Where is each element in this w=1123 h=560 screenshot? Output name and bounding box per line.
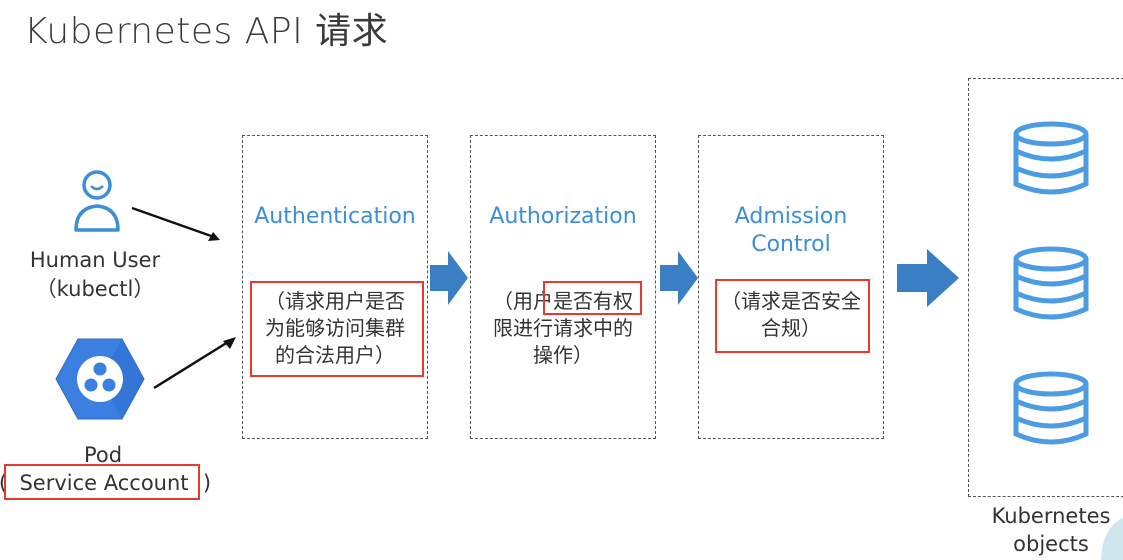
database-icon [1012,370,1090,448]
authorization-title: Authorization [489,204,637,229]
admission-control-title-line1: Admission [734,204,848,229]
authentication-desc-line3: 的合法用户） [275,343,395,367]
authorization-desc-line2: 限进行请求中的 [493,316,633,340]
page-title: Kubernetes API 请求 [24,11,389,52]
human-request-arrow [131,206,220,241]
pod-request-arrow [153,337,236,390]
flow-arrow-2 [660,251,698,305]
admission-control-desc-line1: （请求是否安全 [721,289,861,313]
authentication-stage: Authentication （请求用户是否 为能够访问集群 的合法用户） [242,135,428,439]
human-user-label: Human User [29,248,161,272]
kubernetes-objects-panel [968,78,1123,497]
service-account-open-paren: ( [0,469,8,497]
admission-control-desc-line2: 合规） [761,316,821,340]
pod-label: Pod [83,443,123,467]
admission-control-title-line2: Control [751,232,831,257]
database-icon [1012,120,1090,198]
authorization-desc-line3: 操作） [533,343,593,367]
authentication-desc-line1: （请求用户是否 [265,289,405,313]
kubectl-label: （kubectl） [35,277,155,301]
corner-decoration [1098,518,1123,560]
service-account-label: Service Account [19,471,189,495]
service-account-close-paren: ) [202,471,212,495]
authentication-title: Authentication [254,204,416,229]
user-icon [70,168,126,234]
pod-icon [54,336,146,422]
authentication-highlight [250,281,424,377]
kubernetes-objects-label-line2: objects [1013,532,1089,556]
authentication-desc-line2: 为能够访问集群 [265,316,405,340]
admission-control-stage: Admission Control （请求是否安全 合规） [698,135,884,439]
authorization-desc-line1: （用户是否有权 [493,289,633,313]
service-account-highlight [4,464,200,500]
authorization-stage: Authorization （用户是否有权 限进行请求中的 操作） [470,135,656,439]
flow-arrow-3 [897,249,959,307]
kubernetes-objects-label-line1: Kubernetes [991,504,1111,528]
flow-arrow-1 [430,251,468,305]
database-icon [1012,245,1090,323]
admission-control-highlight [715,279,870,353]
authorization-highlight [543,281,642,315]
